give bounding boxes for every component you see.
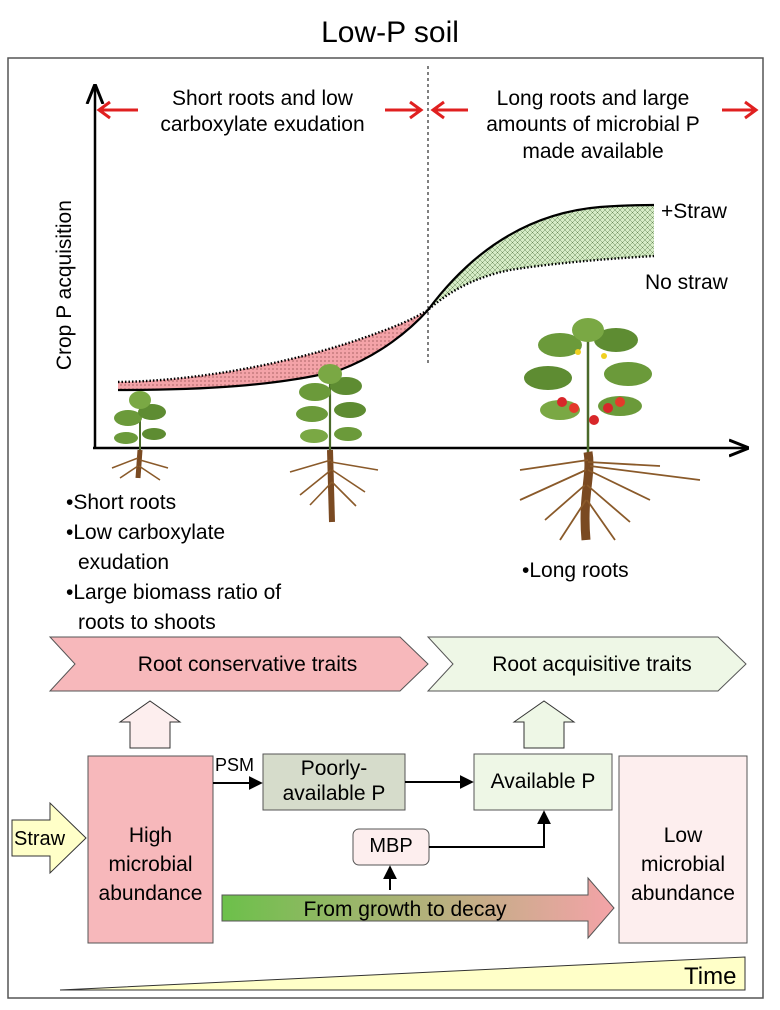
phase-right-line-1: Long roots and large bbox=[496, 87, 690, 110]
trait-long-roots: •Long roots bbox=[522, 559, 629, 582]
high-microbial-label: High microbial abundance bbox=[88, 821, 213, 908]
trait-low-carboxylate: •Low carboxylate bbox=[66, 521, 226, 544]
up-arrow-left bbox=[118, 700, 182, 749]
early-traits-list: •Short roots •Low carboxylate exudation … bbox=[66, 488, 281, 638]
time-wedge bbox=[59, 956, 746, 991]
time-label: Time bbox=[684, 963, 737, 990]
growth-decay-arrow bbox=[221, 876, 615, 940]
plant-medium-icon bbox=[289, 364, 379, 523]
low-line-1: Low bbox=[663, 824, 703, 847]
phase-right-label: Long roots and large amounts of microbia… bbox=[462, 86, 724, 165]
trait-low-carboxylate-cont: exudation bbox=[78, 551, 170, 574]
low-microbial-box bbox=[618, 755, 748, 944]
phase-right-line-3: made available bbox=[522, 139, 664, 163]
conservative-band bbox=[48, 636, 429, 692]
low-microbial-label: Low microbial abundance bbox=[619, 821, 747, 908]
available-p-label: Available P bbox=[490, 770, 596, 793]
poorly-available-label: Poorly- available P bbox=[263, 756, 405, 806]
y-axis-label: Crop P acquisition bbox=[52, 200, 76, 371]
phase-left-label: Short roots and low carboxylate exudatio… bbox=[140, 86, 385, 139]
nostraw-curve-label: No straw bbox=[645, 271, 728, 294]
poorly-available-box bbox=[262, 753, 406, 811]
phase-left-line-1: Short roots and low bbox=[172, 87, 353, 110]
high-line-3: abundance bbox=[98, 882, 203, 905]
growth-decay-label: From growth to decay bbox=[303, 898, 507, 921]
high-line-1: High bbox=[128, 824, 173, 847]
psm-label: PSM bbox=[215, 755, 255, 775]
low-line-3: abundance bbox=[631, 882, 735, 905]
figure-title: Low-P soil bbox=[321, 16, 459, 49]
nostraw-curve bbox=[117, 254, 655, 384]
high-line-2: microbial bbox=[108, 853, 193, 876]
high-microbial-box bbox=[87, 755, 214, 944]
straw-curve bbox=[117, 203, 655, 392]
phase-right-arrows bbox=[430, 100, 759, 120]
reduction-region bbox=[118, 310, 428, 390]
trait-biomass-ratio-cont: roots to shoots bbox=[78, 611, 216, 634]
phase-left-line-2: carboxylate exudation bbox=[160, 113, 365, 137]
phase-right-line-2: amounts of microbial P bbox=[486, 113, 700, 137]
trait-short-roots: •Short roots bbox=[66, 491, 177, 514]
plant-large-fruiting-icon bbox=[519, 318, 701, 541]
straw-arrow bbox=[11, 801, 87, 875]
straw-curve-label: +Straw bbox=[661, 200, 727, 223]
trait-biomass-ratio: •Large biomass ratio of bbox=[66, 581, 282, 604]
straw-label: Straw bbox=[14, 828, 66, 850]
mbp-label: MBP bbox=[369, 835, 413, 857]
poorly-line-2: available P bbox=[282, 782, 386, 805]
low-line-2: microbial bbox=[640, 853, 726, 876]
gain-region bbox=[428, 205, 654, 310]
up-arrow-right bbox=[512, 700, 576, 749]
conservative-band-label: Root conservative traits bbox=[137, 653, 358, 676]
poorly-line-1: Poorly- bbox=[300, 757, 368, 780]
acquisitive-band-label: Root acquisitive traits bbox=[492, 653, 692, 676]
plant-small-icon bbox=[111, 391, 169, 481]
phase-left-arrows bbox=[96, 100, 424, 120]
available-p-box bbox=[473, 753, 613, 811]
mbp-to-available-arrow bbox=[429, 810, 551, 848]
acquisitive-band bbox=[426, 636, 747, 692]
